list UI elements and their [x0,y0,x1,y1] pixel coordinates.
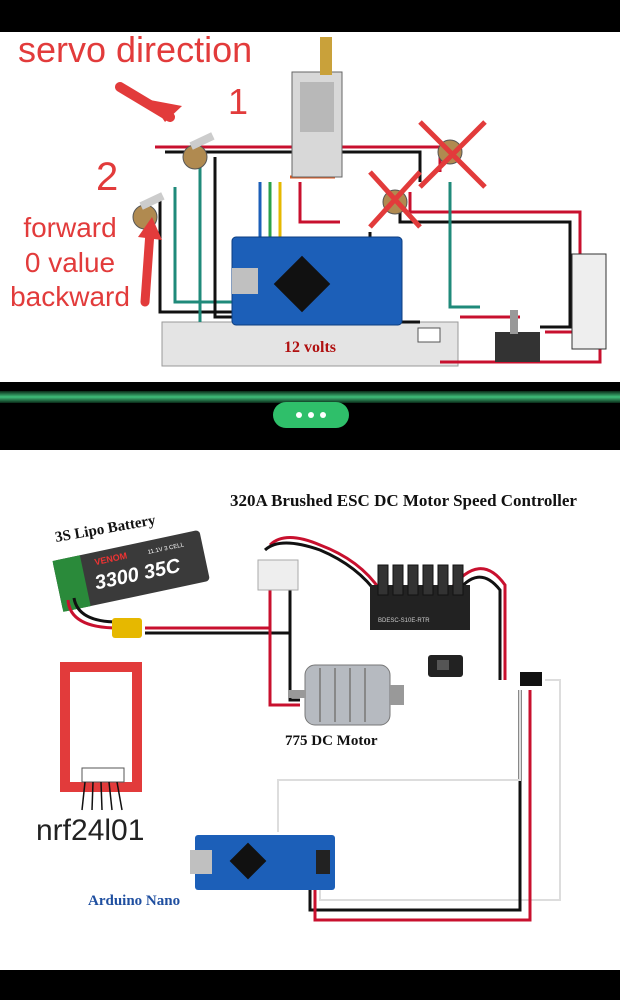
radio-label: nrf24l01 [36,814,144,847]
wiring-diagram-servo: 12 volts [10,32,607,367]
battery-12v-block [161,321,459,367]
marker-2: 2 [96,155,118,199]
image-divider [0,383,620,449]
wiring-diagram-esc: 320A Brushed ESC DC Motor Speed Controll… [36,491,577,922]
toggle-switch [495,332,540,362]
potentiometer-crossed-2 [368,170,422,229]
marker-1: 1 [228,81,248,122]
title-servo-direction: servo direction [18,32,252,70]
board-label: Arduino Nano [88,893,180,909]
esc-title: 320A Brushed ESC DC Motor Speed Controll… [230,491,577,510]
antenna-icon [320,37,332,75]
battery-title: 3S Lipo Battery [54,512,157,545]
potentiometer-crossed-1 [418,120,487,189]
more-options-button[interactable] [273,402,349,428]
bottom-diagram-image[interactable]: 320A Brushed ESC DC Motor Speed Controll… [0,450,620,970]
note-backward: backward [10,281,130,312]
voltage-regulator [571,253,607,350]
dot-icon [320,412,326,418]
note-zero-value: 0 value [25,247,115,278]
top-diagram-image[interactable]: 12 volts [0,32,620,382]
motor-label: 775 DC Motor [285,733,378,749]
dc-motor-775 [288,664,404,726]
lipo-battery: VENOM 11.1V 3 CELL 3300 35C [52,530,210,612]
esc-connector [257,559,299,591]
xt60-connector [112,618,142,638]
esc-controller: BDESC-S10E-RTR [370,564,470,630]
arduino-nano [190,835,335,890]
potentiometer-1 [182,132,215,170]
servo-connector [520,672,542,686]
esc-model: BDESC-S10E-RTR [378,618,430,624]
dot-icon [308,412,314,418]
bottom-bar [0,970,620,1000]
arrow-up-icon [140,227,155,307]
note-forward: forward [23,212,116,243]
battery-12v-label: 12 volts [284,339,336,356]
dot-icon [296,412,302,418]
